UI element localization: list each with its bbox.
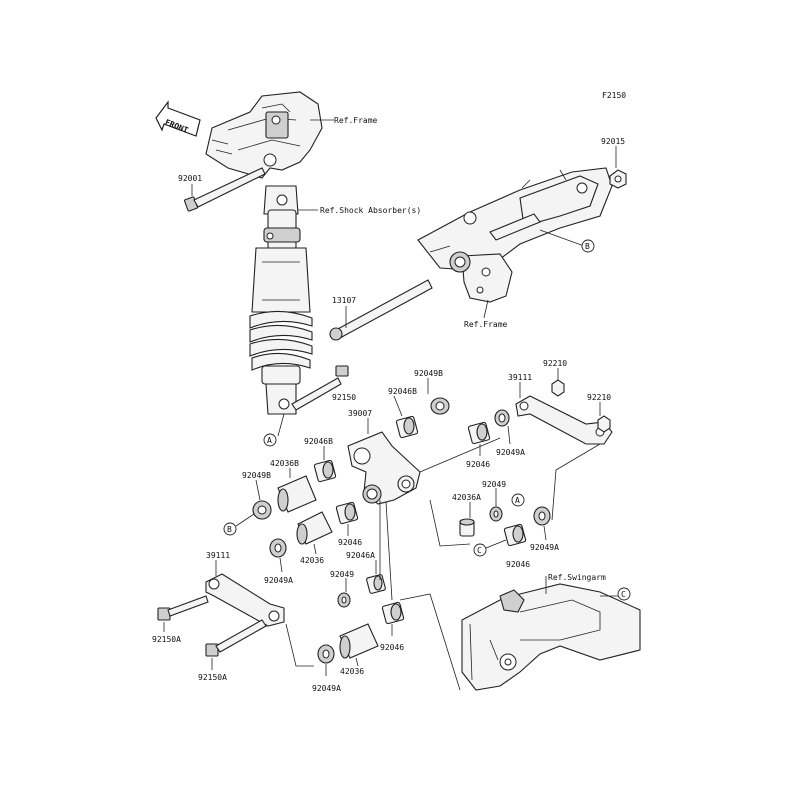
part-92049a-right: 92049A <box>530 543 559 552</box>
bearing-92046-bottom <box>381 601 405 625</box>
callout-c-right <box>617 587 631 601</box>
link-39007 <box>347 431 421 505</box>
part-92049-mid: 92049 <box>482 480 506 489</box>
part-13107: 13107 <box>332 296 356 305</box>
callout-b-left <box>223 522 237 536</box>
part-92015: 92015 <box>601 137 625 146</box>
sleeve-42036-bottom <box>339 623 379 659</box>
part-92046-mid: 92046 <box>466 460 490 469</box>
part-42036-bottom: 42036 <box>340 667 364 676</box>
part-39007: 39007 <box>348 409 372 418</box>
part-39111-right: 39111 <box>508 373 532 382</box>
callout-b-right <box>581 239 595 253</box>
part-92150a-bottom: 92150A <box>198 673 227 682</box>
ref-frame-mid: Ref.Frame <box>464 320 508 329</box>
nut-92210-right <box>597 415 611 433</box>
sleeve-42036b <box>277 475 317 513</box>
ref-swingarm: Ref.Swingarm <box>548 573 606 582</box>
shaft-13107 <box>329 279 433 341</box>
tie-rod-39111-left <box>205 573 285 627</box>
callout-a-mid <box>511 493 525 507</box>
callout-b-left-label: B <box>227 525 232 534</box>
part-92049a-mid: 92049A <box>496 448 525 457</box>
part-92001: 92001 <box>178 174 202 183</box>
bearing-92046-lower <box>335 501 359 525</box>
callout-a-left-label: A <box>267 436 272 445</box>
bearing-92046-mid <box>467 421 491 445</box>
shock-absorber <box>249 185 313 415</box>
collar-42036a <box>459 518 475 537</box>
frame-mid-bracket <box>417 167 613 303</box>
part-92049a-bottom: 92049A <box>312 684 341 693</box>
callout-a-mid-label: A <box>515 496 520 505</box>
part-92046-bottom: 92046 <box>380 643 404 652</box>
part-92210-top: 92210 <box>543 359 567 368</box>
figure-code: F2150 <box>602 91 626 100</box>
callout-a-left <box>263 433 277 447</box>
callout-b-right-label: B <box>585 242 590 251</box>
bolt-92150a-bottom <box>205 619 267 657</box>
callout-c-left <box>473 543 487 557</box>
part-92049-low: 92049 <box>330 570 354 579</box>
callout-c-left-label: C <box>477 546 482 555</box>
part-92046a: 92046A <box>346 551 375 560</box>
bearing-92046b-top <box>395 415 419 439</box>
bearing-92046b-left <box>313 459 337 483</box>
nut-92210-top <box>551 379 565 397</box>
part-92049b-top: 92049B <box>414 369 443 378</box>
part-92150a-top: 92150A <box>152 635 181 644</box>
part-92046-c: 92046 <box>506 560 530 569</box>
part-92049a-left: 92049A <box>264 576 293 585</box>
part-42036b: 42036B <box>270 459 299 468</box>
part-92150: 92150 <box>332 393 356 402</box>
front-arrow-icon: FRONT <box>155 100 201 137</box>
part-42036-mid: 42036 <box>300 556 324 565</box>
callout-c-right-label: C <box>621 590 626 599</box>
frame-top-bracket <box>205 91 323 179</box>
sleeve-42036-mid <box>296 511 333 545</box>
part-92046-lower: 92046 <box>338 538 362 547</box>
bearing-92046-c <box>503 523 527 547</box>
ref-frame-top: Ref.Frame <box>334 116 378 125</box>
part-42036a: 42036A <box>452 493 481 502</box>
part-92049b-left: 92049B <box>242 471 271 480</box>
bolt-92150 <box>291 365 349 411</box>
part-39111-left: 39111 <box>206 551 230 560</box>
bearing-92046a <box>366 574 386 594</box>
bolt-92001 <box>183 167 266 212</box>
swingarm <box>461 583 641 691</box>
part-92046b-top: 92046B <box>388 387 417 396</box>
part-92046b-left: 92046B <box>304 437 333 446</box>
part-92210-right: 92210 <box>587 393 611 402</box>
ref-shock-absorber: Ref.Shock Absorber(s) <box>320 206 421 215</box>
bolt-92150a-top <box>157 595 209 621</box>
